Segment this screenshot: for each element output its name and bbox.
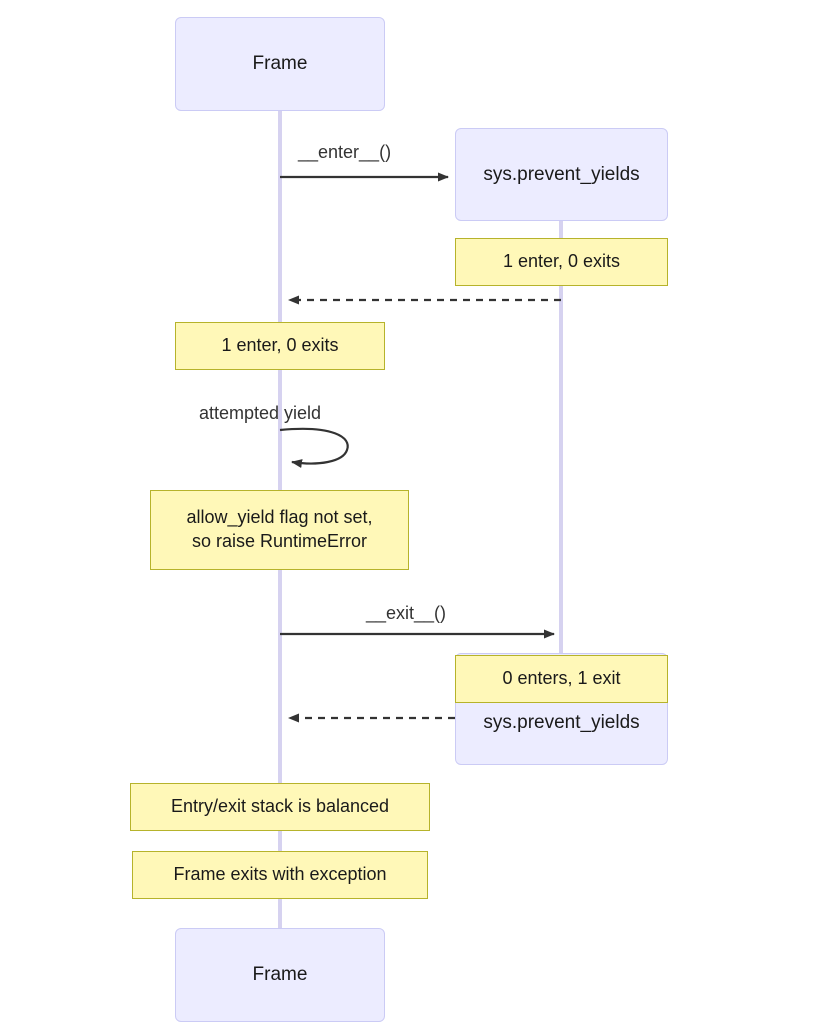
message-label-enter: __enter__() [298,142,392,162]
actor-label: Frame [252,964,308,985]
note-text: 1 enter, 0 exits [221,335,339,356]
actor-label: sys.prevent_yields [483,163,640,185]
message-label-attempted-yield: attempted yield [199,403,322,423]
note-frame-exception: Frame exits with exception [132,851,428,899]
note-text: allow_yield flag not set, so raise Runti… [186,507,373,551]
note-stack-balanced: Entry/exit stack is balanced [130,783,430,831]
note-text: Entry/exit stack is balanced [170,796,390,817]
message-label-exit: __exit__() [366,603,447,623]
note-sys-enter-count: 1 enter, 0 exits [455,238,668,286]
note-text: 0 enters, 1 exit [502,668,621,689]
actor-label: Frame [252,53,308,74]
note-sys-exit-count: 0 enters, 1 exit [455,655,668,703]
note-text: 1 enter, 0 exits [502,251,621,272]
note-frame-enter-count: 1 enter, 0 exits [175,322,385,370]
actor-sys-prevent-yields-top[interactable]: sys.prevent_yields [455,128,668,221]
actor-frame-top[interactable]: Frame [175,17,385,111]
actor-label: sys.prevent_yields [483,712,640,733]
note-text: Frame exits with exception [173,864,387,885]
message-arrow-attempted-yield [279,427,349,468]
note-runtime-error: allow_yield flag not set, so raise Runti… [150,490,409,570]
actor-frame-bottom[interactable]: Frame [175,928,385,1022]
